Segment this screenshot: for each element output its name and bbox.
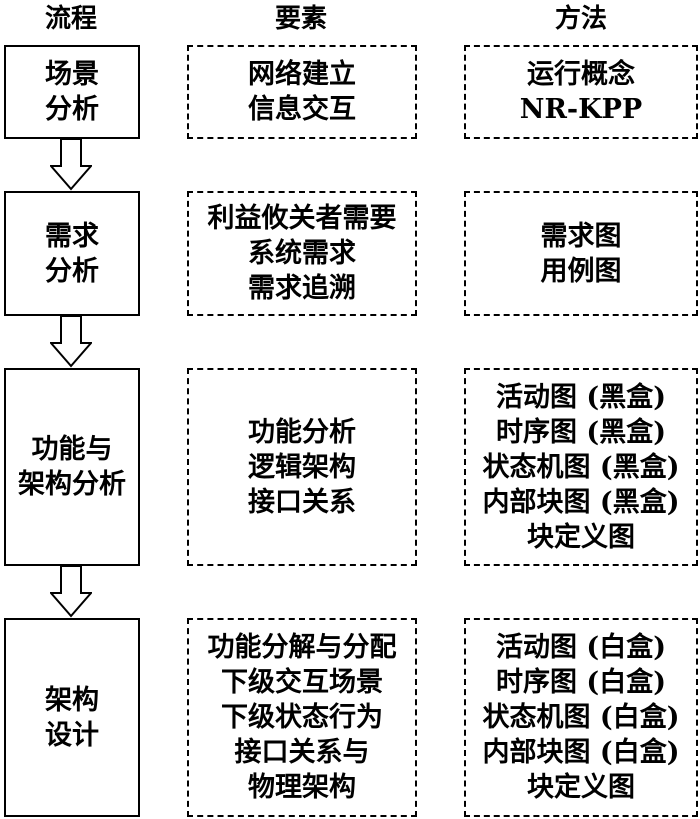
method-item: NR-KPP (519, 94, 643, 125)
element-item: 物理架构 (248, 772, 356, 803)
down-arrow-icon (50, 139, 92, 191)
element-item: 接口关系 (248, 486, 356, 518)
method-item: 运行概念 (527, 59, 635, 90)
process-label-line: 场景 (45, 59, 99, 90)
process-label-line: 分析 (45, 255, 99, 287)
method-item: 时序图 (白盒) (496, 667, 666, 698)
element-item: 逻辑架构 (248, 451, 356, 483)
method-item: 状态机图 (黑盒) (482, 451, 680, 483)
methods-box-architecture-design: 活动图 (白盒) 时序图 (白盒) 状态机图 (白盒) 内部块图 (白盒) 块定… (464, 618, 698, 817)
method-item: 需求图 (540, 220, 622, 252)
method-item: 活动图 (白盒) (496, 632, 666, 663)
element-item: 功能分解与分配 (207, 632, 397, 663)
down-arrow-icon (50, 566, 92, 618)
element-item: 信息交互 (248, 94, 356, 125)
methods-box-scenario-analysis: 运行概念 NR-KPP (464, 45, 698, 139)
process-label-line: 功能与 (31, 434, 113, 465)
method-item: 用例图 (540, 255, 622, 287)
elements-box-function-architecture-analysis: 功能分析 逻辑架构 接口关系 (187, 368, 417, 566)
method-item: 块定义图 (527, 772, 635, 803)
element-item: 下级状态行为 (221, 702, 383, 733)
method-item: 时序图 (黑盒) (496, 416, 666, 448)
methods-box-requirements-analysis: 需求图 用例图 (464, 191, 698, 316)
method-item: 状态机图 (白盒) (482, 702, 680, 733)
process-label-line: 分析 (45, 94, 99, 125)
element-item: 下级交互场景 (221, 667, 383, 698)
process-label-line: 设计 (45, 719, 99, 751)
header-elements: 要素 (274, 4, 327, 34)
element-item: 系统需求 (248, 238, 356, 269)
process-box-scenario-analysis: 场景 分析 (4, 45, 140, 139)
process-label-line: 架构 (45, 684, 99, 716)
process-label-line: 架构分析 (18, 469, 126, 500)
method-item: 内部块图 (白盒) (482, 737, 680, 768)
elements-box-scenario-analysis: 网络建立 信息交互 (187, 45, 417, 139)
method-item: 活动图 (黑盒) (496, 381, 666, 413)
method-item: 块定义图 (527, 521, 635, 553)
down-arrow-icon (50, 316, 92, 368)
element-item: 接口关系与 (234, 737, 370, 768)
process-box-function-architecture-analysis: 功能与 架构分析 (4, 368, 140, 566)
element-item: 功能分析 (248, 416, 356, 448)
element-item: 需求追溯 (248, 273, 356, 304)
process-label-line: 需求 (45, 220, 99, 252)
element-item: 网络建立 (248, 59, 356, 90)
elements-box-requirements-analysis: 利益攸关者需要 系统需求 需求追溯 (187, 191, 417, 316)
process-box-architecture-design: 架构 设计 (4, 618, 140, 817)
process-box-requirements-analysis: 需求 分析 (4, 191, 140, 316)
elements-box-architecture-design: 功能分解与分配 下级交互场景 下级状态行为 接口关系与 物理架构 (187, 618, 417, 817)
method-item: 内部块图 (黑盒) (482, 486, 680, 518)
element-item: 利益攸关者需要 (207, 203, 397, 234)
header-methods: 方法 (554, 4, 607, 34)
methods-box-function-architecture-analysis: 活动图 (黑盒) 时序图 (黑盒) 状态机图 (黑盒) 内部块图 (黑盒) 块定… (464, 368, 698, 566)
header-process: 流程 (44, 4, 97, 34)
